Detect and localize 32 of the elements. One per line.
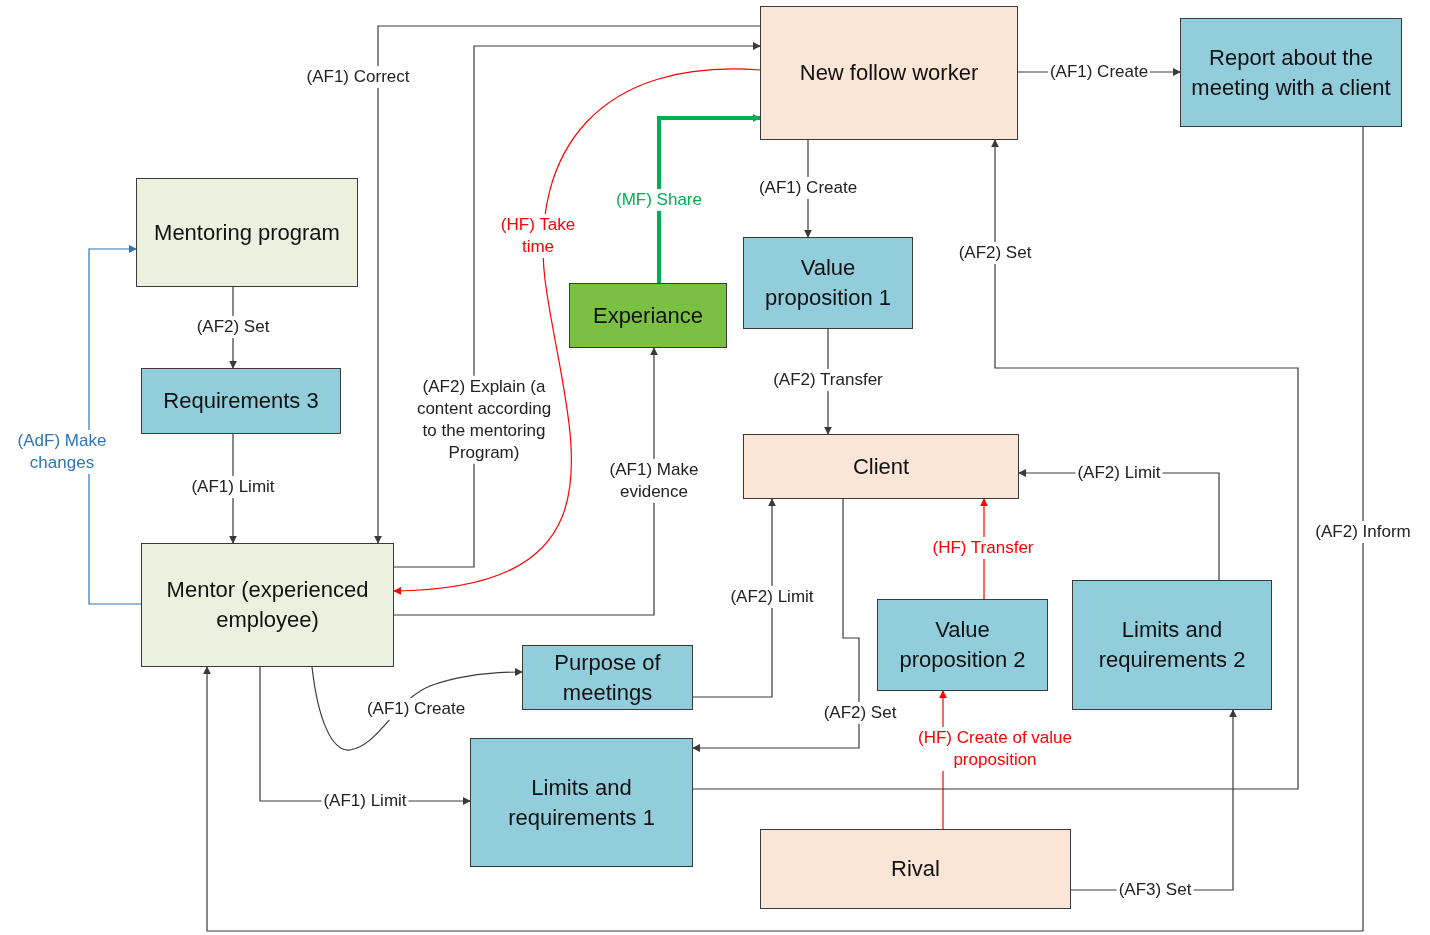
arrow (692, 498, 776, 698)
edge-label: (AF2) Transfer (771, 368, 885, 392)
edge-label: (AF2) Limit (728, 585, 816, 609)
arrow (393, 347, 658, 616)
edge-label: (AF2) Explain (a content according to the mentoring Program) (414, 375, 554, 465)
arrow (311, 666, 523, 751)
process-box: Mentor (experienced employee) (141, 543, 394, 667)
process-box: Limits and requirements 1 (470, 738, 693, 867)
arrow (203, 126, 1364, 932)
process-box: Report about the meeting with a client (1180, 18, 1402, 127)
process-box: Rival (760, 829, 1071, 909)
edge-label: (AF2) Set (194, 315, 272, 339)
edge-label: (AF1) Limit (189, 475, 277, 499)
process-box: Client (743, 434, 1019, 499)
process-box: Limits and requirements 2 (1072, 580, 1272, 710)
process-box: Requirements 3 (141, 368, 341, 434)
arrow (657, 114, 761, 283)
process-box: Value proposition 2 (877, 599, 1048, 691)
edge-label: (MF) Share (614, 188, 704, 212)
arrow (88, 245, 142, 605)
edge-label: (AF1) Correct (304, 65, 412, 89)
edge-label: (HF) Transfer (930, 536, 1036, 560)
process-box: Mentoring program (136, 178, 358, 287)
process-box: Value proposition 1 (743, 237, 913, 329)
edge-label: (AF2) Set (956, 241, 1034, 265)
edge-label: (AF2) Inform (1313, 520, 1413, 544)
process-box: New follow worker (760, 6, 1018, 140)
arrow (692, 498, 860, 752)
process-box: Experiance (569, 283, 727, 348)
arrow (692, 139, 1299, 790)
process-box: Purpose of meetings (522, 645, 693, 710)
edge-label: (AF2) Set (821, 701, 899, 725)
